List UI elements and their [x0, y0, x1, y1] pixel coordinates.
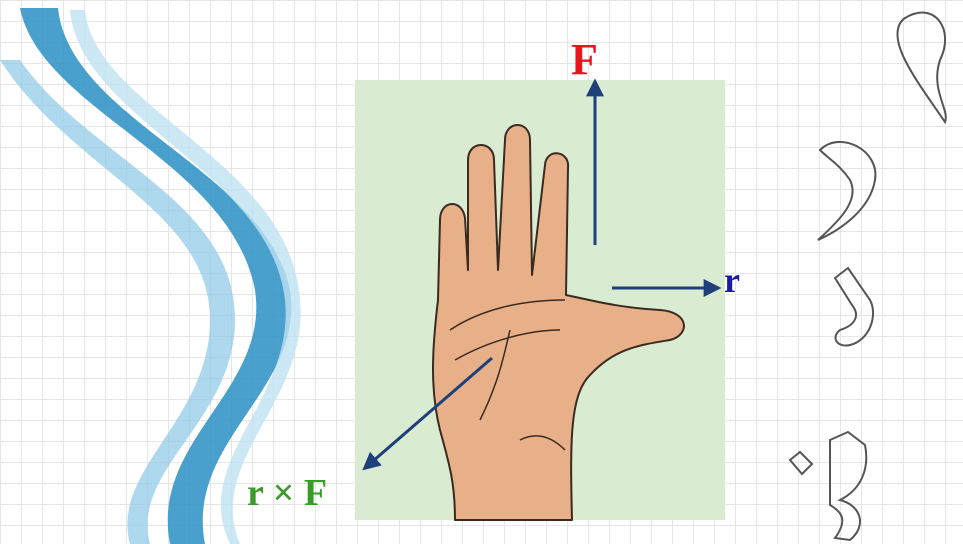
calligraphy-decoration [788, 11, 947, 542]
cross-product-arrow [362, 356, 493, 471]
cross-product-label: r × F [247, 472, 327, 514]
ribbon-decoration [0, 8, 301, 544]
force-label: F [571, 35, 598, 84]
hand-icon [432, 124, 685, 521]
position-label: r [724, 260, 740, 300]
